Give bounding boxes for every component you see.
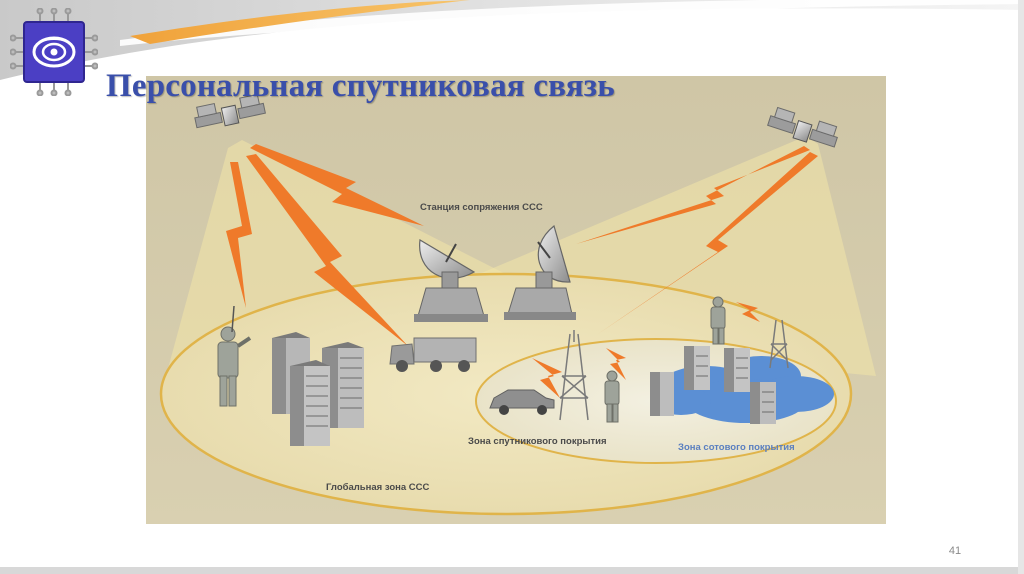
global-zone-label: Глобальная зона ССС <box>326 482 430 493</box>
truck-icon <box>389 337 477 372</box>
person-icon <box>217 305 252 407</box>
dish-antenna-icon <box>504 224 576 320</box>
building-icon <box>272 332 364 446</box>
satellite-coverage-zone-label: Зона спутникового покрытия <box>468 436 607 447</box>
gateway-station-label: Станция сопряжения ССС <box>420 202 543 213</box>
person-icon <box>604 370 620 423</box>
satellite-icon <box>194 93 266 129</box>
page-number: 41 <box>948 545 962 557</box>
tower-icon <box>769 319 789 369</box>
tower-icon <box>559 330 589 421</box>
person-icon <box>710 296 726 345</box>
logo-chip-icon <box>10 8 98 96</box>
building-icon <box>650 346 776 424</box>
satellite-icon <box>767 106 838 148</box>
cellular-coverage-zone-label: Зона сотового покрытия <box>678 442 795 453</box>
page-title: Персональная спутниковая связь <box>106 68 615 104</box>
car-icon <box>489 389 555 415</box>
satellite-communication-diagram: Станция сопряжения ССС Зона спутникового… <box>146 76 886 524</box>
lightning-bolts <box>226 144 818 398</box>
dish-antenna-icon <box>414 239 488 322</box>
